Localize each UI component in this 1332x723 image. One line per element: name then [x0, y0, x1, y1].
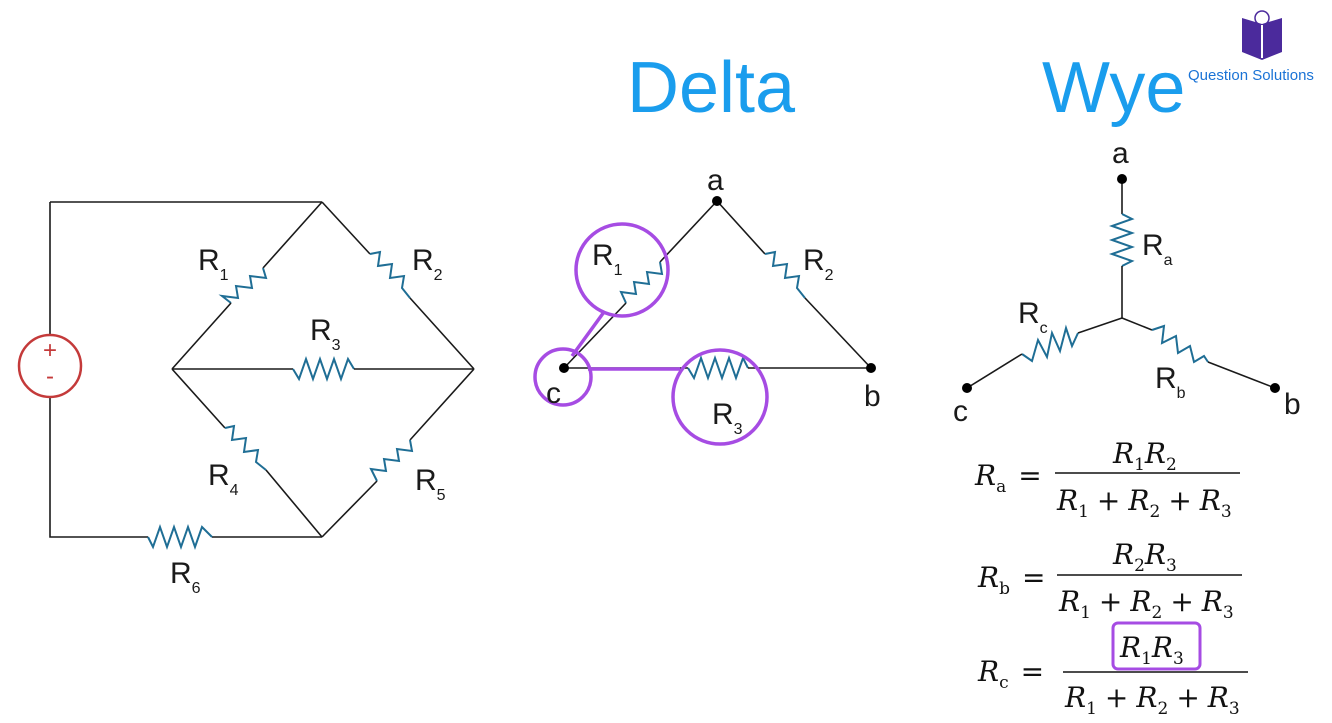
wye-network: a b c Ra Rb Rc — [953, 137, 1301, 428]
delta-title: Delta — [627, 48, 796, 128]
delta-node-b — [866, 363, 876, 373]
wye-b-lead-center — [1121, 317, 1153, 331]
delta-r2-lead-a — [716, 200, 766, 255]
r1-lead-top — [262, 201, 323, 269]
delta-resistor-r3 — [687, 354, 749, 382]
r2-lead-top — [321, 201, 371, 255]
wye-label-rc: Rc — [1018, 297, 1048, 337]
eq-rc-numerator: R1R3 — [1119, 631, 1184, 669]
equation-rc: Rc= R1R3 R1+R2+R3 — [977, 621, 1248, 719]
resistor-r6 — [147, 523, 213, 551]
highlight-rc-numerator — [1111, 621, 1202, 671]
label-r5: R5 — [415, 464, 446, 504]
lightbulb-book-icon — [1242, 10, 1282, 60]
resistor-r5 — [369, 439, 414, 482]
eq-rb-numerator: R2R3 — [1112, 538, 1177, 576]
delta-label-r2: R2 — [803, 244, 834, 284]
label-r4: R4 — [208, 459, 239, 499]
label-r2: R2 — [412, 244, 443, 284]
label-r6: R6 — [170, 557, 201, 597]
bridge-circuit: + - R1 R2 R3 R4 R5 R6 — [17, 201, 475, 597]
wye-resistor-rb — [1151, 324, 1209, 364]
highlight-r3 — [671, 348, 769, 446]
equation-rb: Rb= R2R3 R1+R2+R3 — [977, 538, 1242, 623]
eq-rc-lhs: Rc= — [977, 655, 1044, 693]
highlight-r1 — [574, 222, 670, 318]
source-minus: - — [46, 363, 54, 390]
brand-name: Question Solutions — [1188, 67, 1314, 84]
left-wire-lower — [49, 397, 148, 538]
wye-c-lead-node — [966, 353, 1023, 389]
delta-r2-lead-b — [804, 297, 872, 369]
delta-label-r1: R1 — [592, 239, 623, 279]
eq-ra-lhs: Ra= — [974, 459, 1042, 497]
r4-lead-bottom — [265, 469, 323, 538]
delta-label-c: c — [546, 377, 561, 410]
delta-label-a: a — [707, 164, 724, 197]
r5-lead-top — [409, 368, 475, 441]
wye-b-lead-node — [1207, 361, 1276, 389]
eq-rb-denominator: R1+R2+R3 — [1058, 585, 1234, 623]
wye-label-a: a — [1112, 137, 1129, 170]
resistor-r3 — [292, 355, 355, 383]
wye-node-b — [1270, 383, 1280, 393]
source-plus: + — [43, 337, 57, 364]
wye-c-lead-center — [1077, 317, 1123, 334]
delta-node-a — [712, 196, 722, 206]
wye-resistor-rc — [1021, 324, 1079, 363]
wye-label-rb: Rb — [1155, 362, 1186, 402]
wye-title: Wye — [1042, 48, 1186, 128]
wye-label-ra: Ra — [1142, 229, 1173, 269]
eq-rb-lhs: Rb= — [977, 561, 1045, 599]
delta-r1-lead-a — [659, 200, 718, 263]
highlight-node-c — [533, 347, 593, 407]
wye-label-b: b — [1284, 388, 1301, 421]
delta-r1-lead-c — [563, 302, 627, 369]
r2-lead-bottom — [409, 297, 475, 370]
resistor-r4 — [224, 424, 267, 471]
highlight-path-r1-c — [570, 310, 606, 358]
delta-node-c — [559, 363, 569, 373]
wye-resistor-ra — [1108, 213, 1136, 267]
equation-ra: Ra= R1R2 R1+R2+R3 — [974, 437, 1240, 522]
delta-label-b: b — [864, 380, 881, 413]
eq-ra-denominator: R1+R2+R3 — [1056, 484, 1232, 522]
wye-label-c: c — [953, 395, 968, 428]
delta-network: a b c R1 R2 R3 — [533, 164, 881, 446]
eq-rc-denominator: R1+R2+R3 — [1064, 681, 1240, 719]
delta-resistor-r2 — [764, 250, 806, 299]
delta-label-r3: R3 — [712, 398, 743, 438]
r4-lead-top — [171, 368, 226, 429]
voltage-source: + - — [17, 333, 83, 399]
r1-lead-bottom — [171, 302, 232, 370]
wye-node-a — [1117, 174, 1127, 184]
label-r3: R3 — [310, 314, 341, 354]
r5-lead-bottom — [321, 480, 378, 538]
resistor-r1 — [218, 267, 268, 304]
wye-node-c — [962, 383, 972, 393]
equations: Ra= R1R2 R1+R2+R3 Rb= R2R3 R1+R2+R3 Rc= … — [974, 437, 1248, 719]
resistor-r2 — [369, 250, 411, 299]
eq-ra-numerator: R1R2 — [1112, 437, 1177, 475]
delta-resistor-r1 — [619, 261, 664, 304]
label-r1: R1 — [198, 244, 229, 284]
